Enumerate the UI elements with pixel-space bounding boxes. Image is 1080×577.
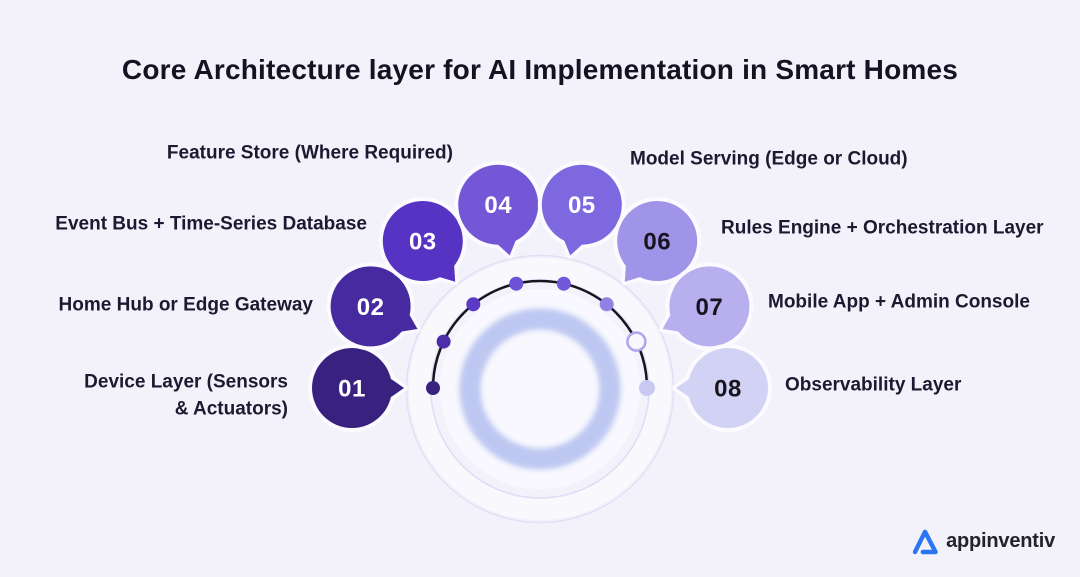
step-dot-07 bbox=[626, 331, 647, 352]
step-label-07: Mobile App + Admin Console bbox=[768, 291, 1030, 313]
bubble-number: 02 bbox=[357, 294, 385, 321]
brand-logo: appinventiv bbox=[911, 528, 1055, 555]
page-title: Core Architecture layer for AI Implement… bbox=[121, 54, 959, 85]
bubble-number: 04 bbox=[484, 192, 512, 219]
step-dot-08 bbox=[639, 380, 655, 396]
step-label-01: Device Layer (Sensors & Actuators) bbox=[84, 371, 288, 419]
bubble-circle bbox=[382, 201, 463, 281]
bubble-circle bbox=[458, 164, 539, 245]
step-dot-02 bbox=[436, 334, 451, 349]
bubble-number: 01 bbox=[338, 375, 366, 402]
step-bubble-08: 08 bbox=[672, 344, 772, 432]
bubble-number: 03 bbox=[409, 228, 437, 255]
step-label-08: Observability Layer bbox=[785, 374, 962, 396]
step-bubble-07: 07 bbox=[659, 262, 754, 351]
step-label-03: Event Bus + Time-Series Database bbox=[55, 213, 367, 235]
bubble-number: 05 bbox=[568, 192, 596, 219]
step-dot-06 bbox=[599, 297, 614, 312]
diagram-center-ring bbox=[459, 308, 621, 470]
bubble-circle bbox=[330, 266, 411, 347]
bubble-circle bbox=[688, 348, 768, 428]
step-bubble-05: 05 bbox=[537, 160, 626, 259]
bubble-circle bbox=[617, 201, 698, 281]
step-label-02: Home Hub or Edge Gateway bbox=[58, 294, 313, 316]
step-bubble-01: 01 bbox=[308, 344, 408, 432]
bubble-circle bbox=[541, 164, 622, 245]
appinventiv-triangle-icon bbox=[912, 529, 938, 555]
step-bubble-06: 06 bbox=[613, 197, 702, 286]
bubble-number: 08 bbox=[714, 375, 742, 402]
step-label-05: Model Serving (Edge or Cloud) bbox=[630, 148, 908, 170]
diagram-white-band bbox=[409, 258, 671, 520]
bubble-circle bbox=[312, 348, 392, 428]
step-dot-05 bbox=[556, 276, 571, 291]
step-dot-01 bbox=[426, 381, 440, 395]
bubble-circle bbox=[669, 266, 750, 347]
step-dot-03 bbox=[466, 297, 481, 312]
bubble-number: 06 bbox=[643, 228, 671, 255]
step-label-06: Rules Engine + Orchestration Layer bbox=[721, 217, 1044, 239]
step-label-04: Feature Store (Where Required) bbox=[166, 142, 453, 164]
step-bubble-04: 04 bbox=[454, 160, 543, 259]
bubble-number: 07 bbox=[696, 294, 724, 321]
step-dot-04 bbox=[509, 276, 524, 291]
step-bubble-02: 02 bbox=[326, 262, 421, 351]
step-bubble-03: 03 bbox=[378, 197, 467, 286]
brand-name: appinventiv bbox=[946, 530, 1055, 552]
